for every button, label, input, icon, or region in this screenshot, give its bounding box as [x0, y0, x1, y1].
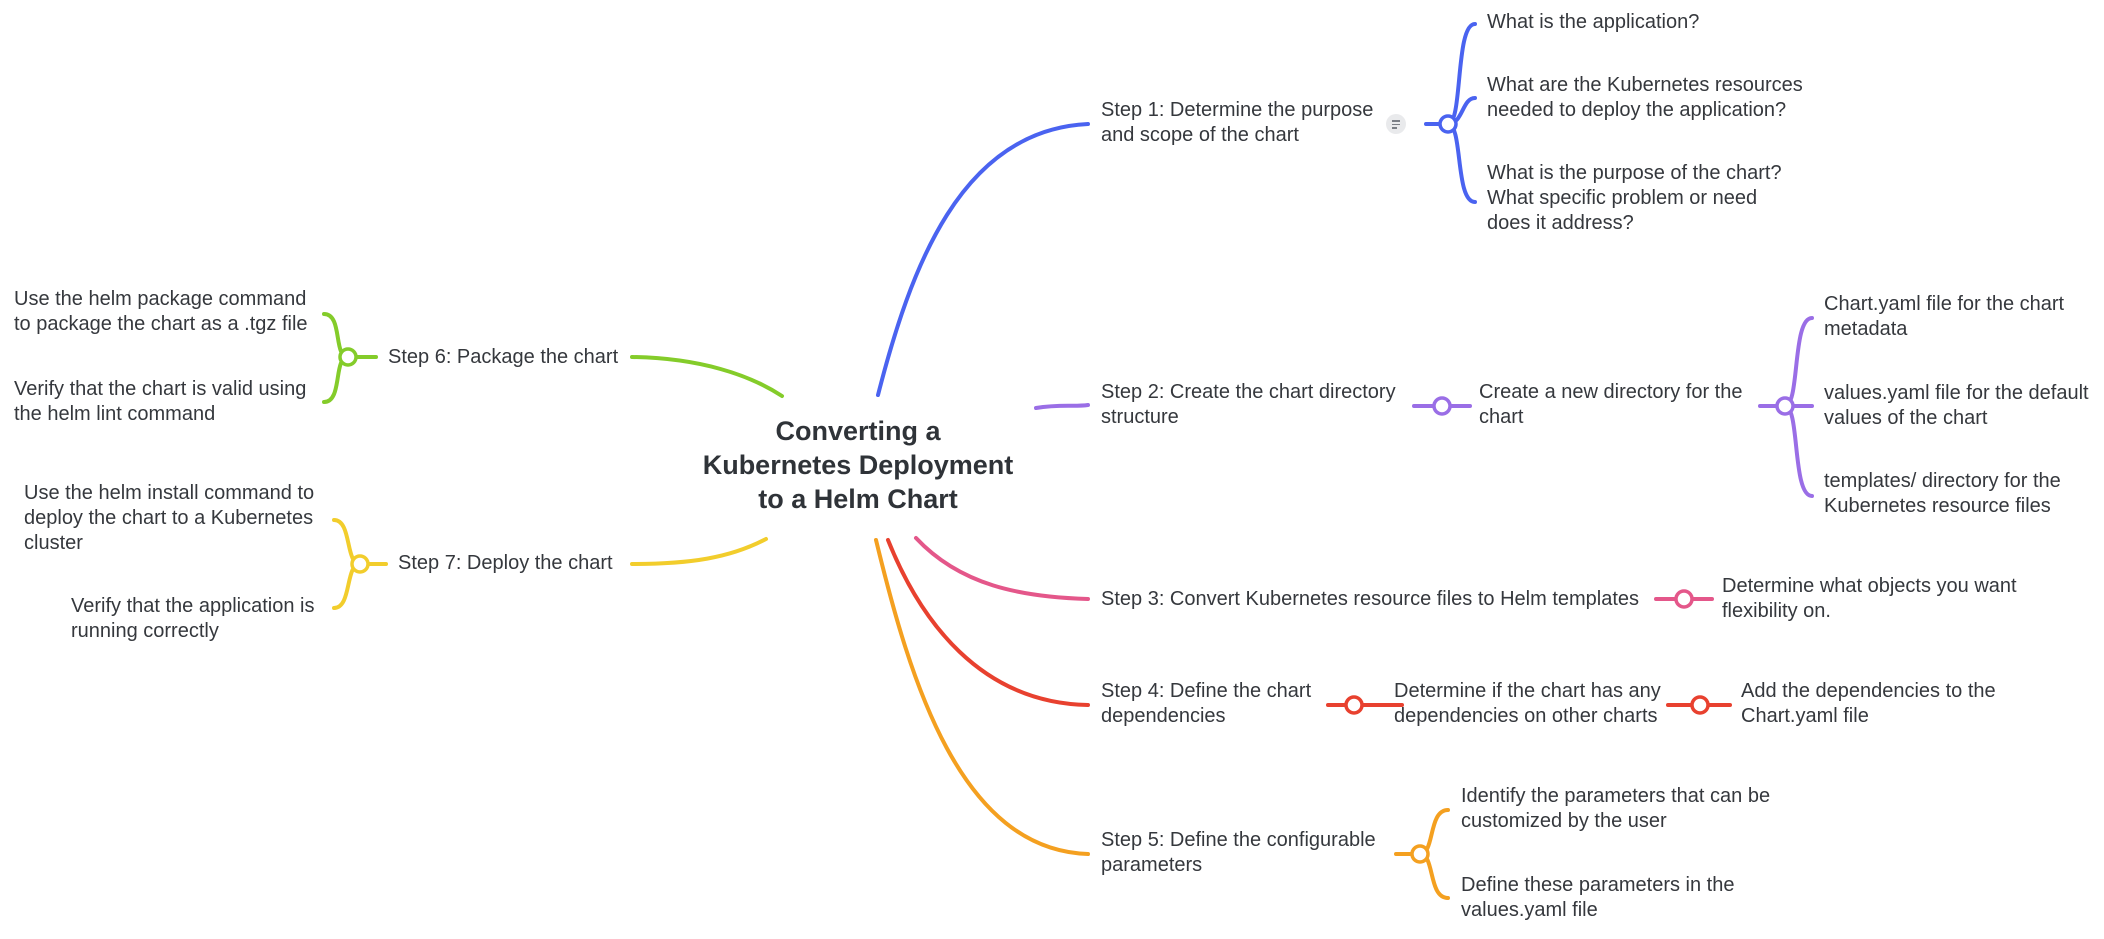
step6-topic[interactable]: Step 6: Package the chart [388, 346, 619, 368]
step4-child[interactable]: Add the dependencies to the Chart.yaml f… [1741, 680, 1996, 727]
step7-node-circle [350, 554, 370, 574]
step2-node-circle [1432, 396, 1452, 416]
step2-child-1[interactable]: Chart.yaml file for the chart metadata [1824, 293, 2065, 340]
step7-child-1[interactable]: Use the helm install command to deploy t… [24, 482, 315, 554]
step4-sub-node-circle [1690, 695, 1710, 715]
step4-topic[interactable]: Step 4: Define the chart dependencies [1101, 680, 1312, 727]
step2-topic[interactable]: Step 2: Create the chart directory struc… [1101, 381, 1396, 428]
step1-connectors [876, 22, 1477, 397]
step3-child[interactable]: Determine what objects you want flexibil… [1722, 575, 2017, 622]
step6-child-2[interactable]: Verify that the chart is valid using the… [14, 378, 307, 425]
step1-child-1[interactable]: What is the application? [1487, 11, 1700, 33]
step1-topic[interactable]: Step 1: Determine the purpose and scope … [1101, 99, 1374, 146]
step2-sub-node-circle [1775, 396, 1795, 416]
step7-topic[interactable]: Step 7: Deploy the chart [398, 552, 613, 574]
step1-child-2[interactable]: What are the Kubernetes resources needed… [1487, 74, 1803, 121]
step2-child-3[interactable]: templates/ directory for the Kubernetes … [1824, 470, 2061, 517]
step7-child-2[interactable]: Verify that the application is running c… [71, 595, 315, 642]
step3-topic[interactable]: Step 3: Convert Kubernetes resource file… [1101, 588, 1640, 610]
step2-child-2[interactable]: values.yaml file for the default values … [1824, 382, 2089, 429]
step1-child-3[interactable]: What is the purpose of the chart? What s… [1487, 162, 1782, 234]
step5-child-1[interactable]: Identify the parameters that can be cust… [1461, 785, 1771, 832]
step2-subtopic[interactable]: Create a new directory for the chart [1479, 381, 1743, 428]
step6-node-circle [338, 347, 358, 367]
step4-subtopic[interactable]: Determine if the chart has any dependenc… [1394, 680, 1661, 727]
central-topic[interactable]: Converting a Kubernetes Deployment to a … [702, 416, 1014, 514]
note-icon[interactable] [1386, 114, 1406, 134]
step6-child-1[interactable]: Use the helm package command to package … [14, 288, 308, 335]
step4-node-circle [1344, 695, 1364, 715]
step5-topic[interactable]: Step 5: Define the configurable paramete… [1101, 829, 1376, 876]
step3-node-circle [1674, 589, 1694, 609]
step5-node-circle [1410, 844, 1430, 864]
step5-child-2[interactable]: Define these parameters in the values.ya… [1461, 874, 1735, 921]
step1-node-circle [1438, 114, 1458, 134]
